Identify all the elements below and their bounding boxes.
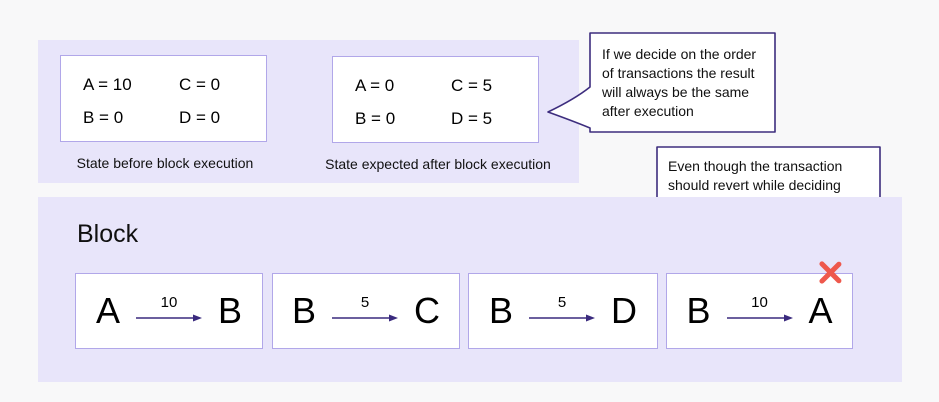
tx-transfer: 5 (529, 295, 595, 323)
arrow-right-icon (529, 314, 595, 322)
tx-to: C (414, 290, 440, 331)
tx-from: A (95, 290, 120, 331)
state-after-caption: State expected after block execution (325, 156, 551, 172)
state-before-values: A = 10 C = 0 B = 0 D = 0 (61, 56, 266, 128)
tx-from: B (291, 290, 316, 331)
state-after-box: A = 0 C = 5 B = 0 D = 5 (332, 56, 539, 143)
state-value: A = 10 (83, 75, 132, 94)
arrow-right-icon (726, 314, 793, 322)
tx-amount: 5 (557, 294, 567, 311)
order-callout-bubble (547, 32, 776, 133)
tx-amount: 10 (160, 294, 178, 311)
state-value: C = 5 (451, 76, 493, 95)
tx-from: B (488, 290, 513, 331)
tx-transfer: 5 (332, 295, 398, 323)
state-value: A = 0 (355, 76, 395, 95)
state-value: B = 0 (355, 109, 396, 128)
tx-to: D (611, 290, 637, 331)
transaction-box-1: A 10 B (75, 273, 263, 349)
state-value: B = 0 (83, 108, 124, 127)
state-value: D = 0 (179, 108, 221, 127)
transaction-box-2: B 5 C (272, 273, 460, 349)
tx-from: B (686, 290, 711, 331)
state-before-caption: State before block execution (76, 155, 254, 171)
state-value: D = 5 (451, 109, 493, 128)
tx-to: B (218, 290, 243, 331)
transaction-box-4: B 10 A (666, 273, 853, 349)
tx-transfer: 10 (726, 294, 793, 323)
state-value: C = 0 (179, 75, 221, 94)
order-callout-text: If we decide on the order of transaction… (602, 46, 757, 119)
state-after-values: A = 0 C = 5 B = 0 D = 5 (333, 57, 538, 129)
tx-amount: 10 (751, 294, 768, 311)
arrow-right-icon (136, 314, 202, 322)
arrow-right-icon (332, 314, 398, 322)
block-title: Block (77, 220, 139, 248)
rejected-cross-icon (817, 259, 843, 286)
state-before-box: A = 10 C = 0 B = 0 D = 0 (60, 55, 267, 142)
tx-amount: 5 (360, 294, 370, 311)
tx-to: A (808, 290, 833, 331)
tx-transfer: 10 (136, 295, 202, 323)
transaction-box-3: B 5 D (468, 273, 658, 349)
